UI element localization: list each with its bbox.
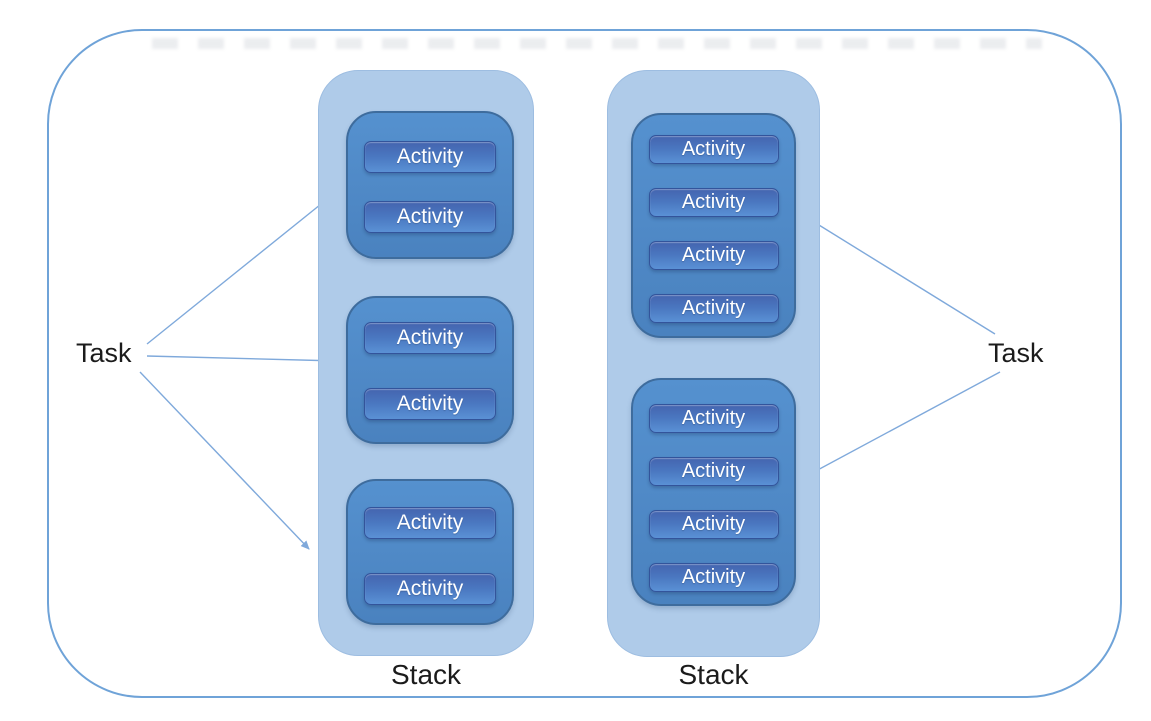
activity-box: Activity <box>364 141 496 173</box>
task-group-right-2: Activity Activity Activity Activity <box>631 378 796 606</box>
task-group-left-2: Activity Activity <box>346 296 514 444</box>
stack-left: Activity Activity Activity Activity Acti… <box>318 70 534 656</box>
activity-box: Activity <box>648 510 779 539</box>
activity-box: Activity <box>364 201 496 233</box>
activity-box: Activity <box>648 457 779 486</box>
activity-box: Activity <box>648 135 779 164</box>
activity-box: Activity <box>364 322 496 354</box>
stack-label-left: Stack <box>390 659 462 690</box>
activity-box: Activity <box>648 563 779 592</box>
activity-box: Activity <box>648 294 779 323</box>
task-group-left-1: Activity Activity <box>346 111 514 259</box>
activity-box: Activity <box>364 507 496 539</box>
activity-box: Activity <box>364 573 496 605</box>
activity-box: Activity <box>364 388 496 420</box>
task-group-right-1: Activity Activity Activity Activity <box>631 113 796 338</box>
activity-box: Activity <box>648 404 779 433</box>
outer-frame-border <box>47 29 1122 698</box>
stack-label-right: Stack <box>678 659 749 690</box>
task-label-left: Task <box>76 338 132 368</box>
task-label-right: Task <box>988 338 1044 368</box>
task-group-left-3: Activity Activity <box>346 479 514 625</box>
activity-box: Activity <box>648 188 779 217</box>
artifact-band <box>152 38 1042 49</box>
stack-right: Activity Activity Activity Activity Acti… <box>607 70 820 657</box>
activity-box: Activity <box>648 241 779 270</box>
